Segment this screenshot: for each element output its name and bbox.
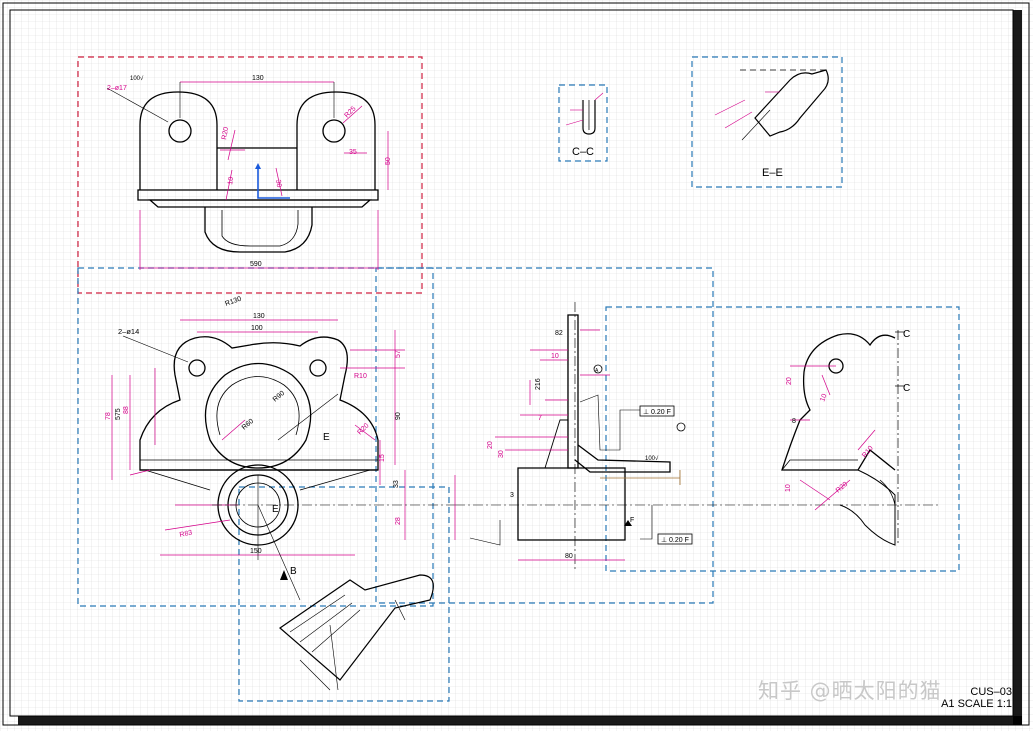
side-view-dims: 82 10 7 20 216 30 80 3 100√ ⊥ 0.20 F ⊥ 0…: [487, 330, 689, 560]
section-ee-labels: E–E: [762, 167, 783, 179]
dim-front-575: 575: [115, 408, 122, 420]
drawing-scale: A1 SCALE 1:1: [941, 698, 1012, 710]
dim-top-r20: R20: [221, 126, 230, 140]
dim-front-78: 78: [105, 412, 112, 420]
dim-front-15: 15: [379, 454, 386, 462]
dim-side-10: 10: [551, 353, 559, 360]
front-view: [111, 319, 455, 601]
section-ee: [714, 69, 830, 141]
dim-front-57: 57: [395, 350, 402, 358]
frame-top-view: [77, 56, 423, 294]
dim-front-130: 130: [253, 313, 265, 320]
title-block: CUS–03 A1 SCALE 1:1: [900, 686, 1012, 710]
right-view: [781, 330, 905, 546]
detail-b-view: [279, 574, 434, 691]
finish-symbol: 100√: [130, 75, 144, 82]
dim-front-33: 33: [393, 480, 400, 488]
marker-e-1: E: [323, 432, 330, 443]
section-cc: [565, 92, 604, 135]
dim-top-35: 35: [349, 149, 357, 156]
dim-right-10: 10: [819, 393, 828, 403]
dim-top-130: 130: [252, 75, 264, 82]
dim-top-10: 10: [227, 176, 235, 185]
dim-right-20: 20: [786, 377, 793, 385]
frame-section-ee: [691, 56, 843, 188]
dim-right-8: 8: [792, 418, 796, 425]
side-view: [454, 302, 940, 570]
dim-front-holes: 2–ø14: [118, 327, 139, 336]
dim-side-7: 7: [538, 415, 542, 422]
front-view-dims: 2–ø14 130 100 R130 575 78 88 R10 R60 R90…: [105, 296, 402, 577]
finish-side: 100√: [645, 455, 659, 462]
dim-side-80: 80: [565, 553, 573, 560]
drawing-number: CUS–03: [970, 686, 1012, 698]
circle-a: A: [595, 368, 599, 374]
dim-side-30: 30: [498, 450, 505, 458]
top-view: [106, 81, 389, 270]
section-ee-title: E–E: [762, 167, 783, 179]
watermark-text: 知乎 @晒太阳的猫: [758, 679, 942, 703]
dim-front-88: 88: [123, 406, 130, 414]
marker-c-2: C: [903, 383, 910, 394]
frame-detail-b: [238, 486, 450, 702]
dim-top-overall: 590: [250, 261, 262, 268]
section-cc-labels: C–C: [572, 146, 594, 158]
dim-front-90: 90: [395, 412, 402, 420]
frame-right-view: [605, 306, 960, 572]
marker-c-1: C: [903, 329, 910, 340]
dim-side-20: 20: [487, 441, 494, 449]
dim-top-30: 30: [274, 179, 282, 188]
dim-front-100: 100: [251, 325, 263, 332]
datum-f: F: [630, 517, 634, 524]
dim-front-r83: R83: [179, 529, 193, 539]
marker-b: B: [290, 566, 297, 577]
frame-side-view: [375, 267, 714, 604]
frame-section-cc: [558, 84, 608, 162]
section-cc-title: C–C: [572, 146, 594, 158]
marker-e-2: E: [272, 504, 279, 515]
dim-front-28: 28: [395, 517, 402, 525]
frame-front-view: [77, 267, 434, 607]
dim-top-50: 50: [385, 157, 392, 165]
dim-side-216: 216: [535, 378, 542, 390]
dim-side-82: 82: [555, 330, 563, 337]
tol-frame-1: ⊥ 0.20 F: [643, 409, 671, 416]
tol-frame-2: ⊥ 0.20 F: [661, 537, 689, 544]
dim-front-r10: R10: [354, 373, 367, 380]
dim-front-150: 150: [250, 548, 262, 555]
dim-right-10b: 10: [785, 484, 792, 492]
dim-side-3: 3: [510, 492, 514, 499]
dim-top-holes: 2–ø17: [107, 85, 127, 92]
